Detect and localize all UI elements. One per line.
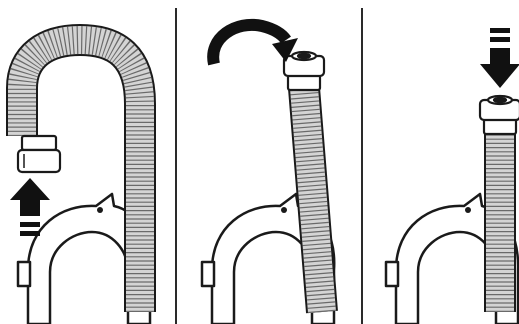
hose-end-fitting bbox=[284, 52, 324, 90]
panel-step-3 bbox=[386, 28, 519, 324]
hose-end-fitting bbox=[18, 136, 60, 172]
panel-step-2 bbox=[202, 25, 334, 324]
panel-step-1 bbox=[10, 40, 150, 324]
hose-end-fitting bbox=[480, 96, 519, 134]
arrow-down-icon bbox=[480, 28, 519, 88]
curved-arrow-icon bbox=[213, 25, 298, 64]
